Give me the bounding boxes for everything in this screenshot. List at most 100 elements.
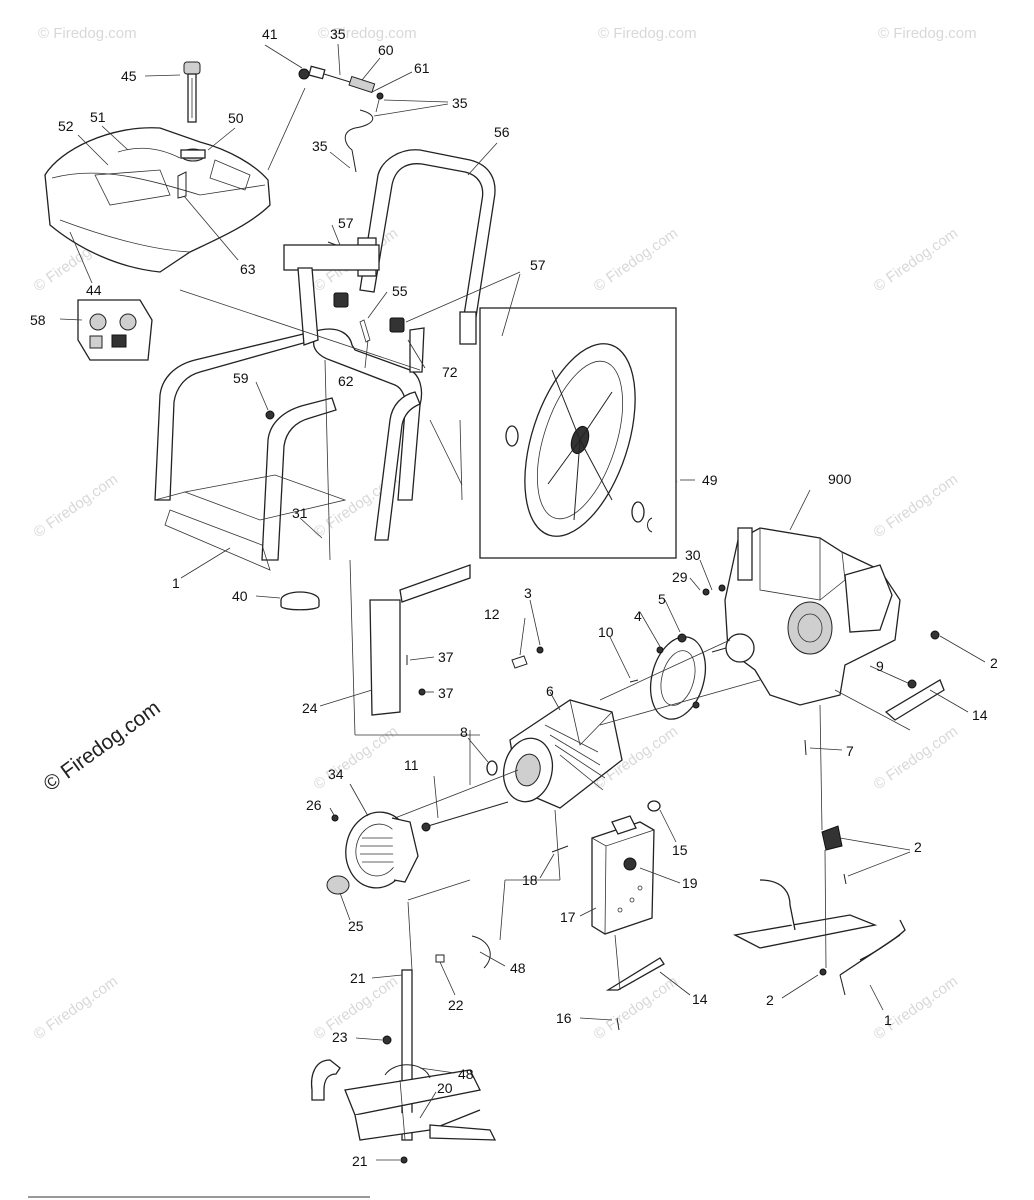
callout-layer: 41 35 60 61 35 45 52 51 50 35 56 63 44 5… [30, 26, 998, 1169]
bolt [843, 873, 847, 885]
callout-2: 2 [990, 655, 998, 671]
callout-45: 45 [121, 68, 137, 84]
watermark: © Firedog.com [591, 973, 682, 1043]
handle-clamp [333, 292, 349, 308]
callout-55: 55 [392, 283, 408, 299]
end-cover [345, 811, 419, 889]
engine-adapter [649, 636, 707, 720]
muffler-bracket [369, 564, 471, 716]
watermark: © Firedog.com [591, 225, 682, 295]
end-cap [326, 875, 350, 895]
watermark: © Firedog.com [318, 25, 417, 42]
callout-900: 900 [828, 471, 852, 487]
callout-17: 17 [560, 909, 576, 925]
gauge-clip [177, 171, 187, 199]
callout-40: 40 [232, 588, 248, 604]
callout-23: 23 [332, 1029, 348, 1045]
watermark: © Firedog.com [31, 973, 122, 1043]
muffler-screw [551, 845, 569, 853]
callout-15: 15 [672, 842, 688, 858]
watermark: © Firedog.com [878, 25, 977, 42]
callout-51: 51 [90, 109, 106, 125]
callout-26: 26 [306, 797, 322, 813]
engine [711, 527, 901, 706]
fuel-line-assembly [298, 65, 384, 173]
watermark: © Firedog.com [38, 25, 137, 42]
cover-screw [331, 814, 339, 822]
callout-14: 14 [692, 991, 708, 1007]
callout-35: 35 [330, 26, 346, 42]
watermark: © Firedog.com [871, 225, 962, 295]
callout-5: 5 [658, 591, 666, 607]
screw [400, 1156, 408, 1164]
handle-clamp [389, 317, 405, 333]
copyright-text: © Firedog.com [39, 696, 164, 796]
callout-8: 8 [460, 724, 468, 740]
base-right [732, 879, 906, 996]
callout-2: 2 [914, 839, 922, 855]
nut [677, 633, 687, 643]
screw [616, 1017, 620, 1031]
callout-37: 37 [438, 649, 454, 665]
callout-35: 35 [452, 95, 468, 111]
callout-57: 57 [530, 257, 546, 273]
screw [629, 679, 639, 683]
bolt [804, 739, 807, 756]
screw [382, 1035, 392, 1045]
callout-57: 57 [338, 215, 354, 231]
watermark: © Firedog.com [871, 723, 962, 793]
callout-37: 37 [438, 685, 454, 701]
stator [502, 699, 623, 809]
callout-14: 14 [972, 707, 988, 723]
through-bolt [427, 801, 509, 827]
watermark: © Firedog.com [598, 25, 697, 42]
callout-6: 6 [546, 683, 554, 699]
callout-22: 22 [448, 997, 464, 1013]
callout-16: 16 [556, 1010, 572, 1026]
handle-bracket [283, 244, 380, 271]
screw-head [702, 588, 710, 596]
callout-7: 7 [846, 743, 854, 759]
callout-41: 41 [262, 26, 278, 42]
callout-31: 31 [292, 505, 308, 521]
callout-25: 25 [348, 918, 364, 934]
callout-61: 61 [414, 60, 430, 76]
nut [819, 968, 827, 976]
callout-2: 2 [766, 992, 774, 1008]
parts-drawing [44, 43, 986, 1164]
leader-lines [59, 43, 986, 1161]
callout-58: 58 [30, 312, 46, 328]
through-bolt-head [421, 822, 431, 832]
callout-12: 12 [484, 606, 500, 622]
wheel-kit [479, 307, 677, 559]
callout-24: 24 [302, 700, 318, 716]
callout-52: 52 [58, 118, 74, 134]
callout-21: 21 [350, 970, 366, 986]
callout-56: 56 [494, 124, 510, 140]
callout-34: 34 [328, 766, 344, 782]
callout-1: 1 [172, 575, 180, 591]
callout-10: 10 [598, 624, 614, 640]
callout-30: 30 [685, 547, 701, 563]
callout-18: 18 [522, 872, 538, 888]
callout-1: 1 [884, 1012, 892, 1028]
gasket [647, 800, 661, 812]
callout-29: 29 [672, 569, 688, 585]
washer [536, 646, 544, 654]
callout-63: 63 [240, 261, 256, 277]
watermark: © Firedog.com [31, 471, 122, 541]
screw-head [718, 584, 726, 592]
callout-44: 44 [86, 282, 102, 298]
fuel-tank [44, 127, 271, 273]
callout-60: 60 [378, 42, 394, 58]
clamp [471, 935, 491, 969]
engine-bracket [884, 679, 945, 721]
muffler-guard [605, 957, 665, 991]
callout-48: 48 [458, 1066, 474, 1082]
callout-72: 72 [442, 364, 458, 380]
callout-62: 62 [338, 373, 354, 389]
engine-mount [821, 825, 843, 851]
base-bottom [310, 969, 497, 1141]
callout-9: 9 [876, 658, 884, 674]
